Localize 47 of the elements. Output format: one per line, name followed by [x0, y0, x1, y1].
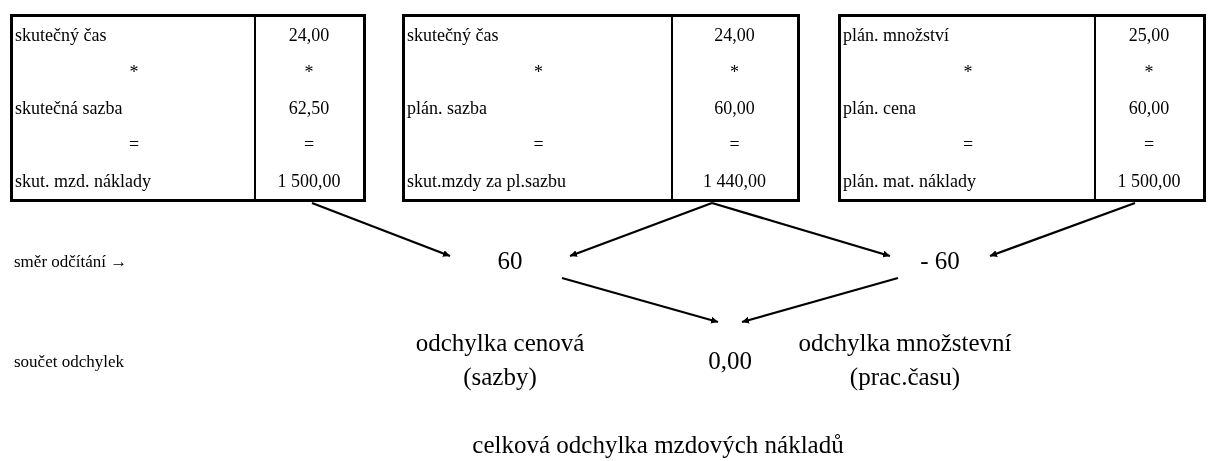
row-label: skut. mzd. náklady	[14, 169, 151, 192]
row-label: skutečný čas	[14, 24, 107, 47]
value-text: =	[729, 133, 740, 156]
arrow	[561, 276, 719, 324]
arrow	[569, 201, 713, 258]
operator-symbol: =	[533, 133, 544, 156]
arrow	[311, 201, 451, 258]
row-label: skut.mzdy za pl.sazbu	[406, 169, 566, 192]
variance-caption: odchylka množstevní (prac.času)	[797, 328, 1013, 392]
operator-symbol: *	[963, 60, 973, 83]
row-label: plán. sazba	[406, 97, 487, 119]
calculation-table	[402, 14, 800, 202]
variance-value: - 60	[890, 246, 990, 278]
calculation-table	[838, 14, 1206, 202]
value-text: 60,00	[714, 97, 755, 119]
variance-caption: celková odchylka mzdových nákladů	[471, 430, 845, 460]
variance-value: 0,00	[698, 322, 762, 378]
row-label: plán. množství	[842, 24, 949, 47]
value-text: 60,00	[1128, 97, 1170, 119]
value-text: 1 440,00	[703, 169, 766, 192]
arrow	[711, 201, 891, 258]
row-label: skutečná sazba	[14, 97, 123, 119]
value-text: =	[303, 133, 315, 156]
row-label: plán. cena	[842, 97, 916, 119]
value-text: 1 500,00	[277, 169, 341, 192]
row-label: skutečný čas	[406, 24, 499, 47]
calculation-table	[10, 14, 366, 202]
value-text: 62,50	[288, 97, 330, 119]
value-text: *	[304, 60, 314, 83]
arrow	[989, 201, 1136, 258]
value-text: 1 500,00	[1117, 169, 1181, 192]
arrow	[741, 276, 899, 324]
value-text: *	[730, 60, 739, 83]
variance-caption: odchylka cenová (sazby)	[414, 328, 586, 393]
value-text: =	[1143, 133, 1155, 156]
row-caption: součet odchylek	[14, 352, 124, 372]
row-caption: směr odčítání →	[14, 252, 128, 272]
operator-symbol: *	[534, 60, 543, 83]
value-text: 24,00	[288, 24, 330, 47]
operator-symbol: =	[128, 133, 140, 156]
operator-symbol: =	[962, 133, 974, 156]
value-text: 24,00	[714, 24, 755, 47]
value-text: *	[1144, 60, 1154, 83]
operator-symbol: *	[129, 60, 139, 83]
variance-value: 60	[450, 246, 570, 278]
row-label: plán. mat. náklady	[842, 169, 976, 192]
value-text: 25,00	[1128, 24, 1170, 47]
